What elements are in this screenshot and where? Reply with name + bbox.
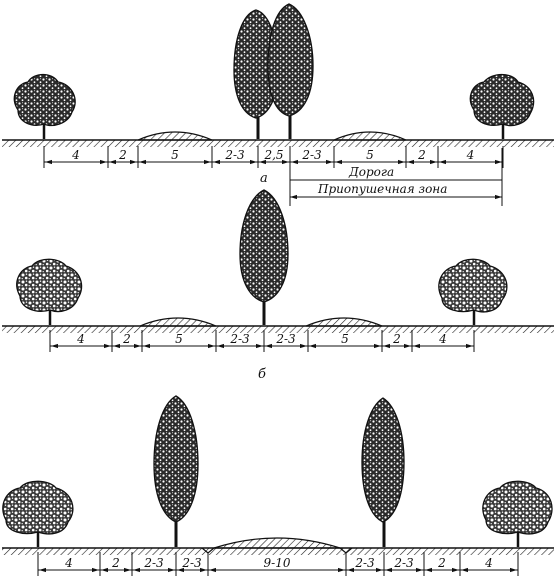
dimension-label: 2-3	[393, 556, 414, 570]
zone-annotation: Приопушечная зона	[289, 148, 503, 206]
diagram-c: 4 2 2-3 2-3 9-10 2-3 2-3 2 4	[2, 395, 554, 576]
diagram-a: 4 2 5 2-3 2,5 2-3 5 2 4 а Дорога Приопушечная зо…	[2, 3, 554, 206]
dimension-label: 4	[484, 556, 493, 570]
columnar-tree	[361, 397, 405, 547]
road-annotation: Дорога	[290, 165, 502, 181]
diagram-b: 4 2 5 2-3 2-3 5 2 4 б	[2, 189, 554, 382]
dimension-label: 2	[392, 332, 401, 346]
dimension-label: 2	[118, 148, 127, 162]
dimension-label: 9-10	[264, 556, 291, 570]
deciduous-tree	[438, 258, 508, 325]
dimension-line-c: 4 2 2-3 2-3 9-10 2-3 2-3 2 4	[37, 552, 519, 576]
ground-hatch	[2, 326, 554, 333]
deciduous-tree	[469, 73, 535, 139]
dimension-label: 2-3	[143, 556, 164, 570]
dimension-label: 4	[71, 148, 80, 162]
road-mound	[333, 131, 407, 141]
dimension-label: 2	[111, 556, 120, 570]
columnar-tree	[153, 395, 199, 547]
dimension-label: 2-3	[181, 556, 202, 570]
dimension-label: 5	[366, 148, 374, 162]
ground-hatch	[2, 140, 554, 147]
dimension-label: 5	[171, 148, 179, 162]
diagram-caption: б	[258, 367, 266, 382]
dimension-label: 2-3	[229, 332, 250, 346]
deciduous-tree	[13, 73, 76, 139]
dimension-label: 4	[438, 332, 447, 346]
dimension-label: 2-3	[275, 332, 296, 346]
diagram-caption: а	[260, 171, 268, 186]
dimension-label: 2	[122, 332, 131, 346]
road-label: Дорога	[348, 165, 394, 179]
dimension-label: 4	[466, 148, 475, 162]
zone-label: Приопушечная зона	[317, 182, 447, 196]
ground-hatch	[2, 548, 554, 555]
deciduous-tree	[16, 258, 83, 325]
dimension-label: 2-3	[224, 148, 245, 162]
road-mound	[213, 537, 341, 549]
dimension-label: 2-3	[301, 148, 322, 162]
dimension-label: 4	[76, 332, 85, 346]
columnar-tree	[267, 3, 314, 139]
deciduous-tree	[482, 480, 553, 547]
dimension-label: 2-3	[354, 556, 375, 570]
columnar-tree	[239, 189, 289, 325]
dimension-line-b: 4 2 5 2-3 2-3 5 2 4	[49, 330, 475, 352]
road-mound	[137, 131, 213, 141]
dimension-label: 2,5	[263, 148, 283, 162]
road-mound	[305, 317, 383, 327]
dimension-label: 5	[175, 332, 183, 346]
dimension-label: 4	[64, 556, 73, 570]
dimension-line-a: 4 2 5 2-3 2,5 2-3 5 2 4	[43, 146, 504, 168]
dimension-label: 2	[437, 556, 446, 570]
dimension-label: 5	[341, 332, 349, 346]
deciduous-tree	[2, 480, 74, 547]
road-mound	[139, 317, 217, 327]
dimension-label: 2	[417, 148, 426, 162]
